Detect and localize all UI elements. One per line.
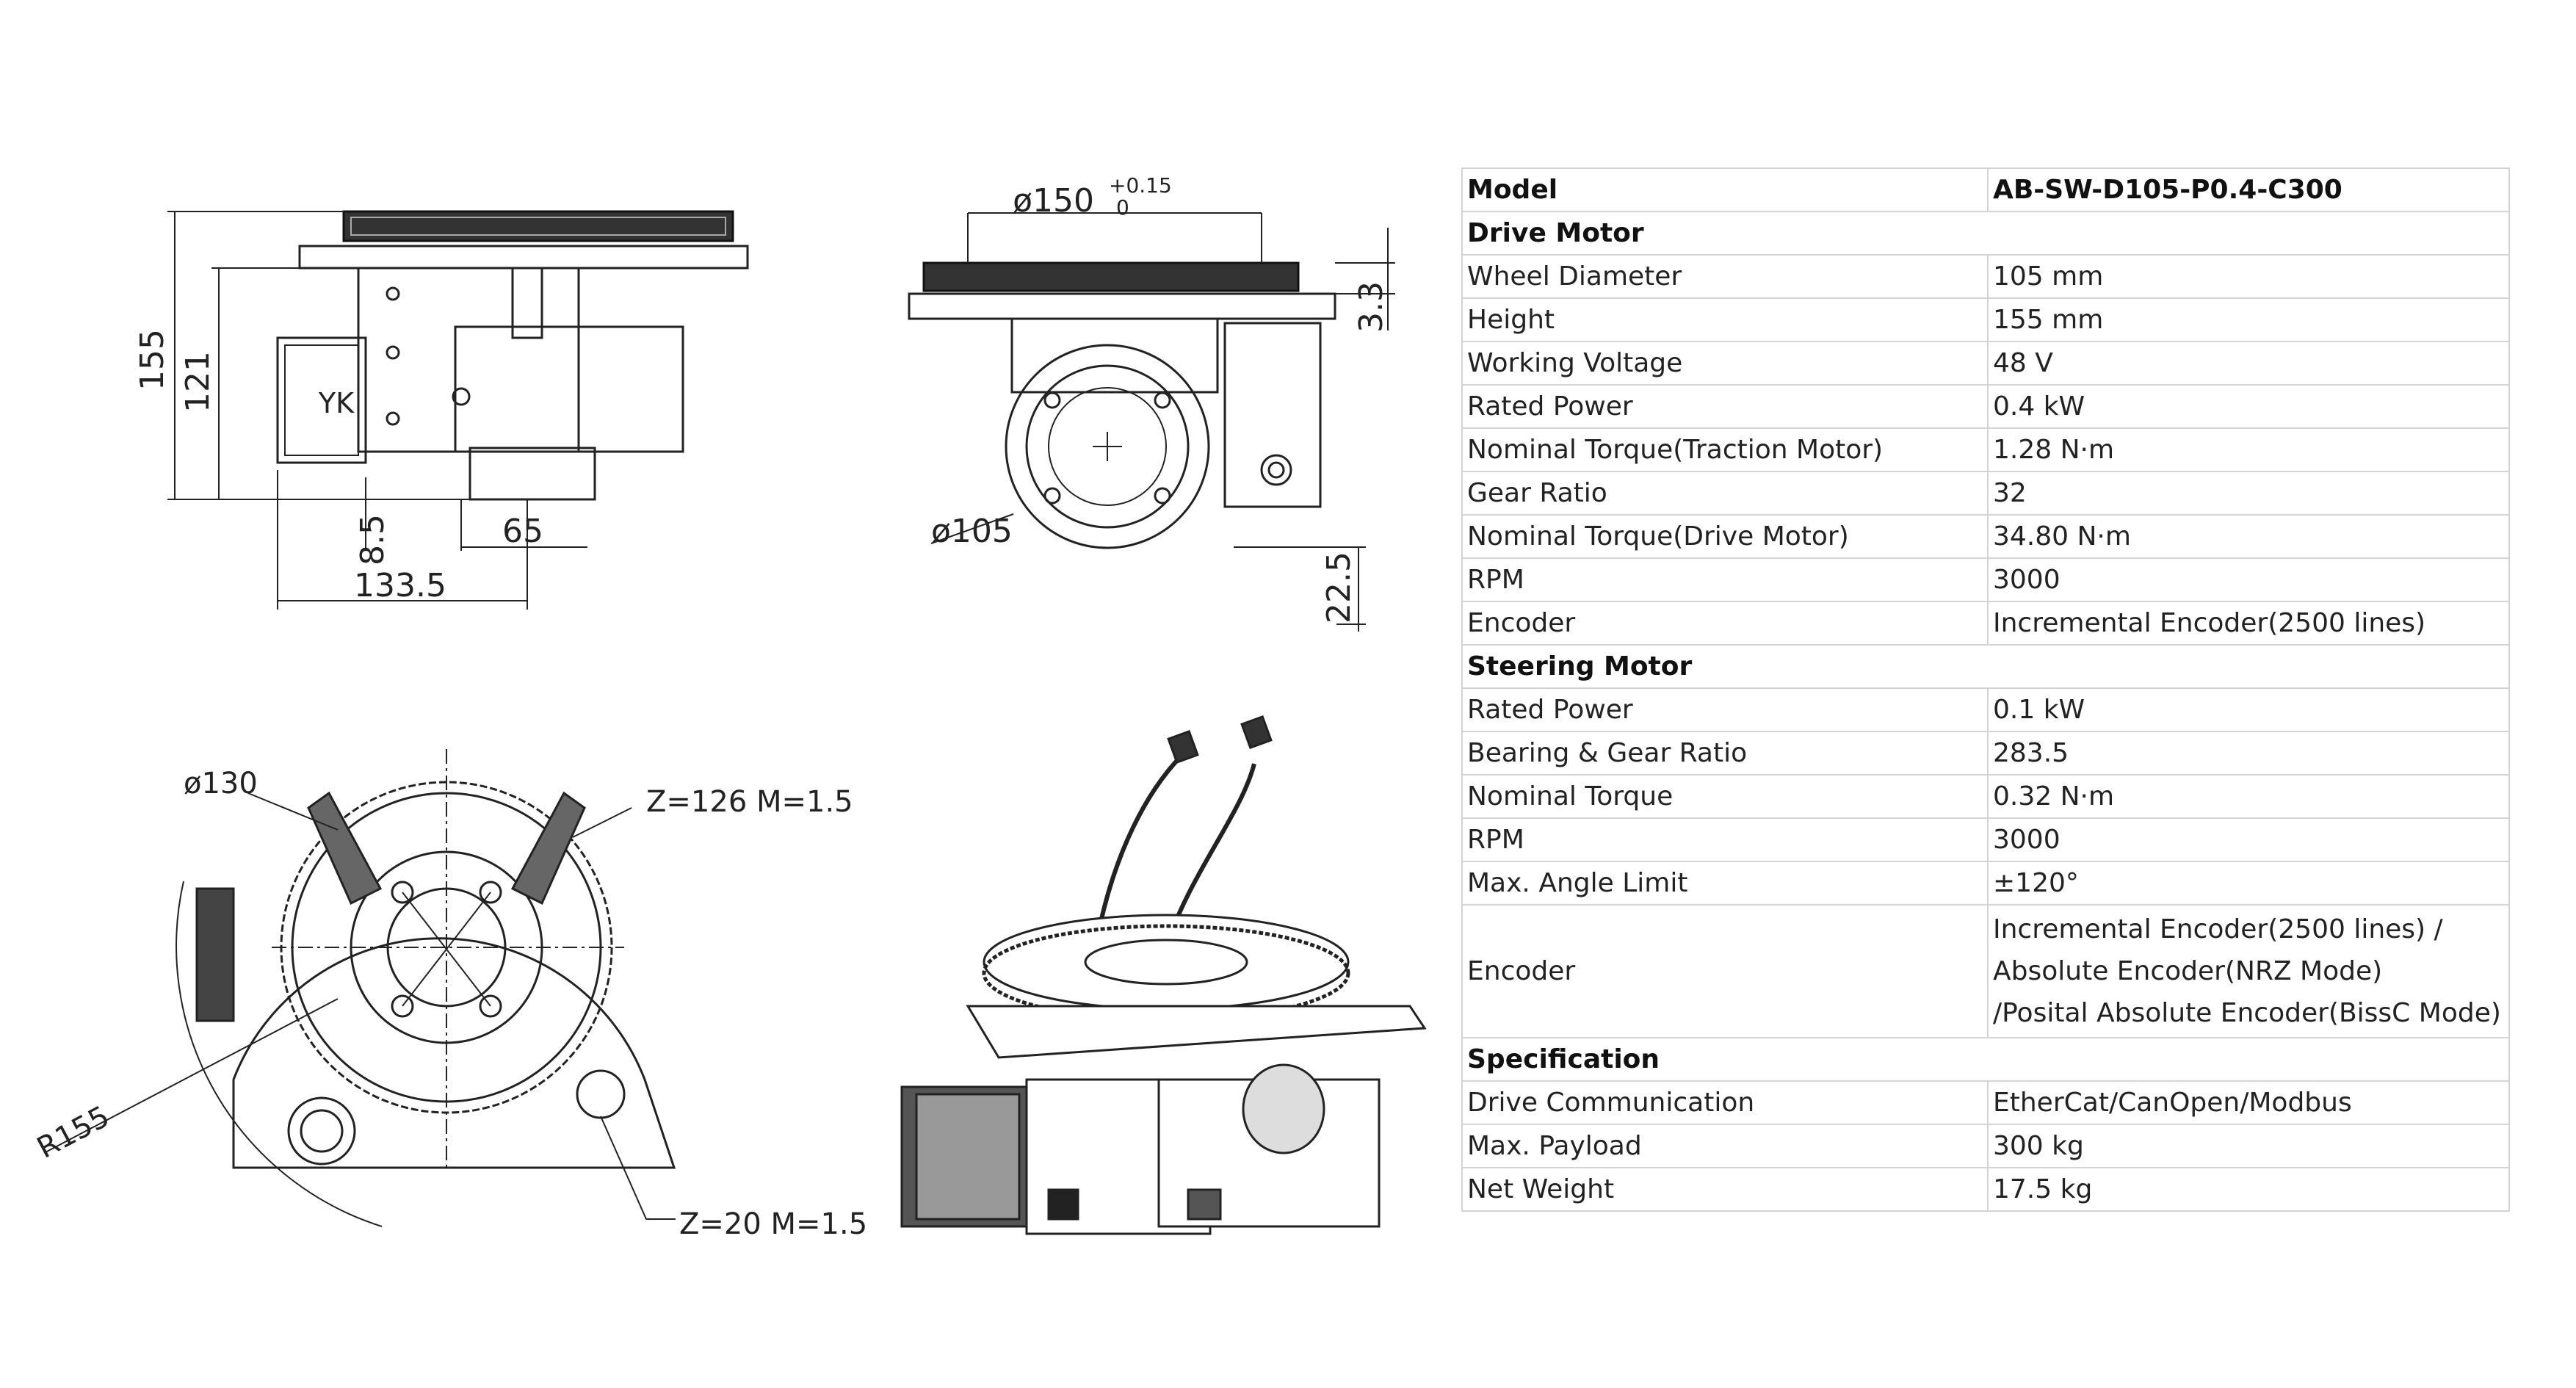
- technical-drawings: 155 121 8.5 65 133.5 YK ø150 +0.15 0 3.3…: [32, 173, 1427, 1241]
- section-drive-motor: Drive Motor: [1461, 211, 2510, 256]
- tol-upper-label: +0.15: [1109, 173, 1172, 198]
- row-value-multiline: Incremental Encoder(2500 lines) / Absolu…: [1987, 904, 2510, 1038]
- row-key: Nominal Torque(Traction Motor): [1461, 427, 1989, 472]
- row-key: Wheel Diameter: [1461, 254, 1989, 299]
- row-key: Height: [1461, 297, 1989, 342]
- row-value: Incremental Encoder(2500 lines): [1987, 601, 2510, 646]
- row-key: Drive Communication: [1461, 1080, 1989, 1125]
- front-view-drawing: [908, 212, 1395, 632]
- row-value: 3000: [1987, 557, 2510, 602]
- tol-lower-label: 0: [1116, 195, 1129, 220]
- gear-big-label: Z=126 M=1.5: [646, 785, 853, 819]
- row-value: 0.1 kW: [1987, 687, 2510, 732]
- row-key: Max. Payload: [1461, 1124, 1989, 1168]
- table-row-encoder: Encoder Incremental Encoder(2500 lines) …: [1461, 904, 2510, 1038]
- row-value: 0.32 N·m: [1987, 774, 2510, 819]
- side-view-drawing: [167, 210, 749, 610]
- row-value: 105 mm: [1987, 254, 2510, 299]
- dim-3-3-label: 3.3: [1353, 281, 1390, 333]
- row-key: RPM: [1461, 557, 1989, 602]
- section-specification: Specification: [1461, 1037, 2510, 1082]
- encoder-line: Absolute Encoder(NRZ Mode): [1993, 956, 2383, 986]
- row-key: Max. Angle Limit: [1461, 861, 1989, 906]
- row-value: ±120°: [1987, 861, 2510, 906]
- row-key: Rated Power: [1461, 687, 1989, 732]
- spec-table: Model AB-SW-D105-P0.4-C300 Drive Motor W…: [1461, 167, 2510, 1212]
- header-value: AB-SW-D105-P0.4-C300: [1987, 167, 2510, 212]
- dim-150-label: ø150: [1013, 182, 1094, 220]
- brand-label: YK: [318, 387, 355, 419]
- encoder-line: /Posital Absolute Encoder(BissC Mode): [1993, 998, 2501, 1028]
- dim-65-label: 65: [502, 513, 543, 550]
- row-key: Encoder: [1461, 601, 1989, 646]
- gear-small-label: Z=20 M=1.5: [679, 1207, 867, 1241]
- row-key: Bearing & Gear Ratio: [1461, 731, 1989, 776]
- dim-22-5-label: 22.5: [1320, 552, 1358, 623]
- row-key: RPM: [1461, 817, 1989, 862]
- row-value: 34.80 N·m: [1987, 514, 2510, 559]
- table-row: Nominal Torque(Drive Motor)34.80 N·m: [1461, 514, 2510, 559]
- dim-121-label: 121: [179, 351, 217, 413]
- radius-label: R155: [32, 1099, 115, 1165]
- isometric-view-drawing: [900, 715, 1427, 1235]
- dim-155-label: 155: [134, 329, 171, 391]
- section-title: Steering Motor: [1461, 644, 2510, 689]
- row-value: EtherCat/CanOpen/Modbus: [1987, 1080, 2510, 1125]
- row-key: Encoder: [1461, 904, 1989, 1038]
- row-key: Nominal Torque: [1461, 774, 1989, 819]
- table-row: Nominal Torque(Traction Motor)1.28 N·m: [1461, 427, 2510, 472]
- row-value: 3000: [1987, 817, 2510, 862]
- row-key: Gear Ratio: [1461, 471, 1989, 516]
- section-title: Drive Motor: [1461, 211, 2510, 256]
- row-value: 0.4 kW: [1987, 384, 2510, 429]
- dim-105-label: ø105: [931, 513, 1013, 550]
- dim-8-5-label: 8.5: [354, 514, 391, 565]
- row-value: 283.5: [1987, 731, 2510, 776]
- row-value: 300 kg: [1987, 1124, 2510, 1168]
- table-header-row: Model AB-SW-D105-P0.4-C300: [1461, 167, 2510, 212]
- row-key: Net Weight: [1461, 1167, 1989, 1212]
- row-value: 48 V: [1987, 341, 2510, 386]
- row-value: 1.28 N·m: [1987, 427, 2510, 472]
- row-key: Nominal Torque(Drive Motor): [1461, 514, 1989, 559]
- section-steering-motor: Steering Motor: [1461, 644, 2510, 689]
- dim-130-label: ø130: [184, 767, 258, 800]
- encoder-line: Incremental Encoder(2500 lines) /: [1993, 914, 2443, 944]
- table-row: Max. Angle Limit±120°: [1461, 861, 2510, 906]
- row-value: 17.5 kg: [1987, 1167, 2510, 1212]
- row-value: 32: [1987, 471, 2510, 516]
- row-value: 155 mm: [1987, 297, 2510, 342]
- row-key: Rated Power: [1461, 384, 1989, 429]
- section-title: Specification: [1461, 1037, 2510, 1082]
- dim-133-5-label: 133.5: [354, 567, 446, 604]
- top-view-drawing: [43, 749, 676, 1227]
- header-key: Model: [1461, 167, 1989, 212]
- row-key: Working Voltage: [1461, 341, 1989, 386]
